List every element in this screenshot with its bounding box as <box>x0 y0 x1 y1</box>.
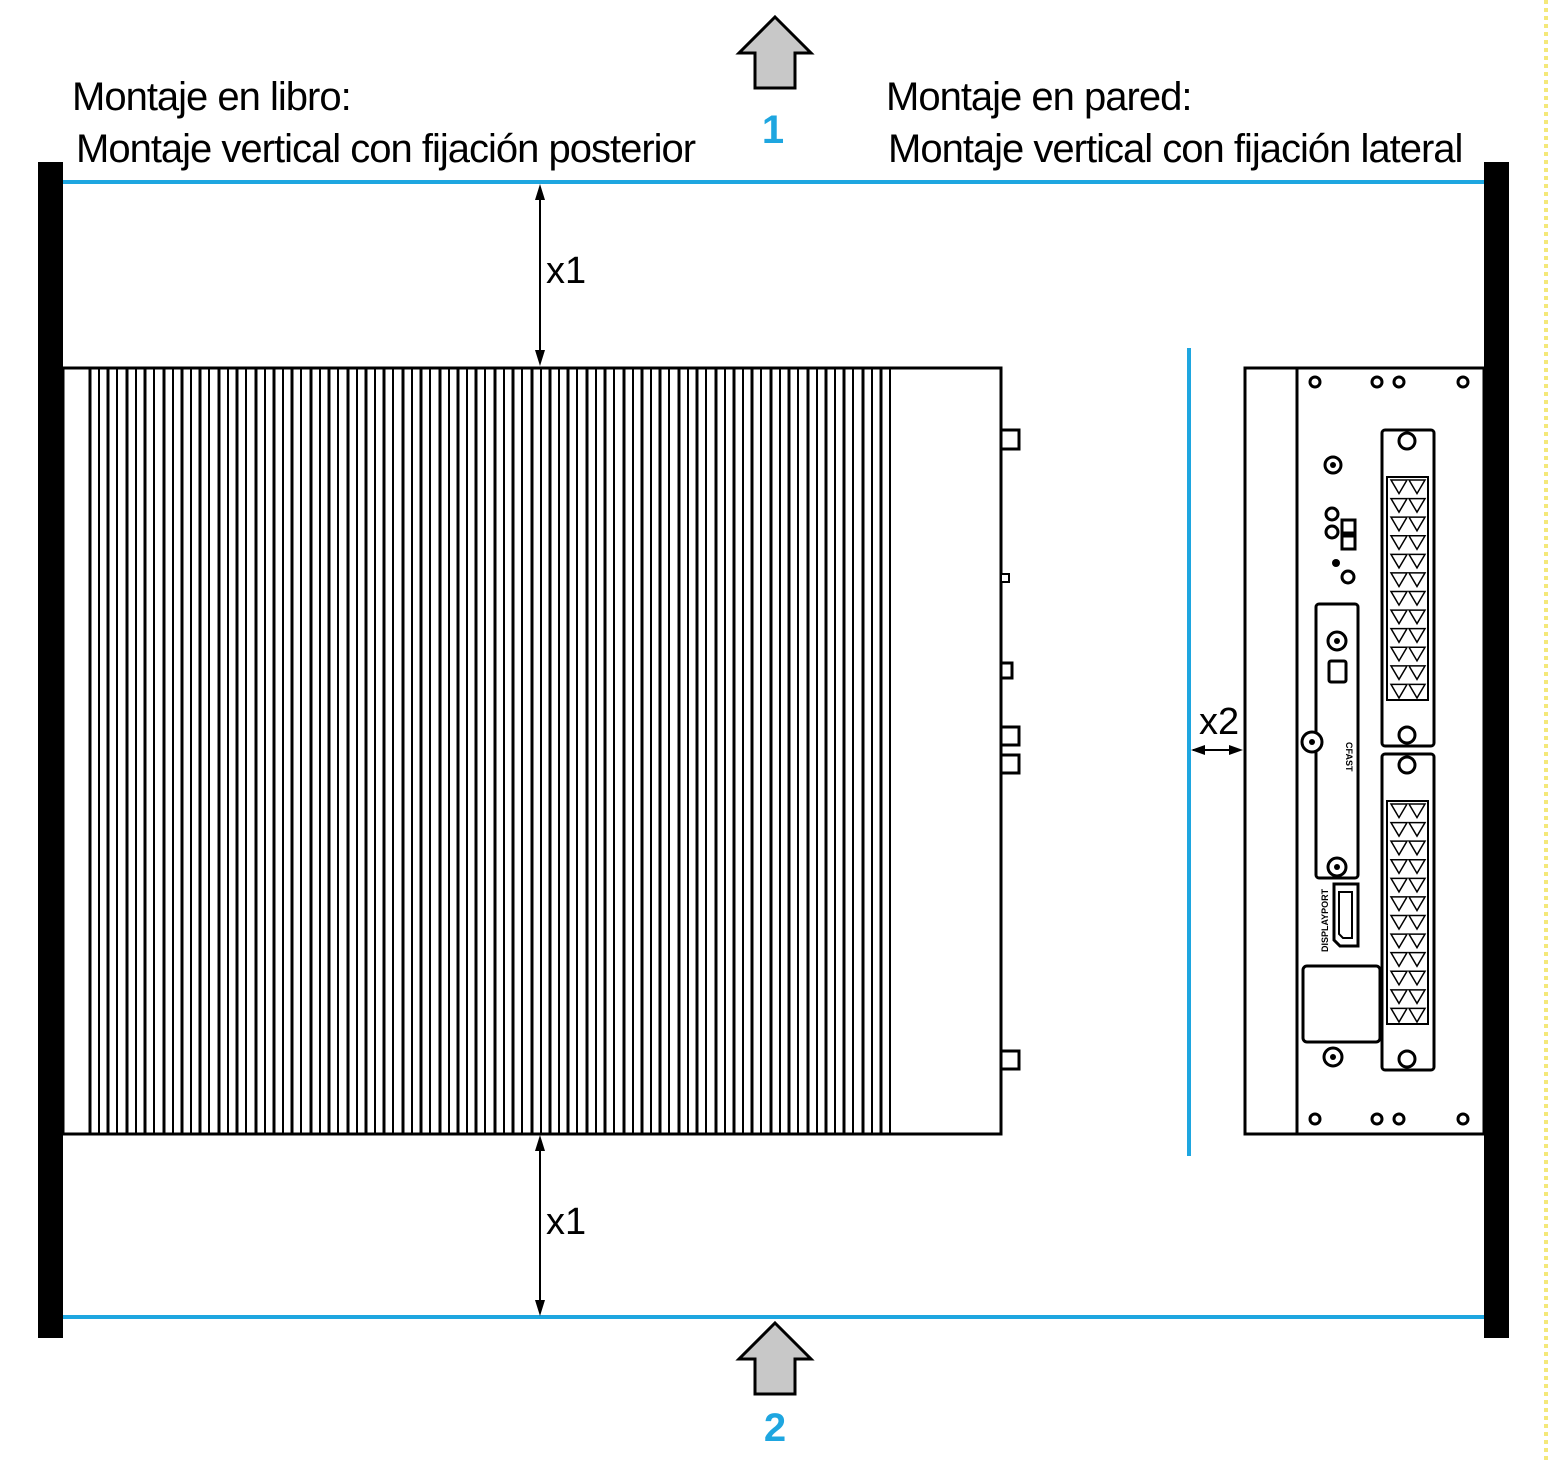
dimension-label-x2: x2 <box>1199 701 1239 743</box>
terminal-pin <box>1389 896 1409 912</box>
terminal-pin <box>1389 627 1409 644</box>
mounting-hole <box>1392 375 1406 389</box>
mounting-hole <box>1370 375 1384 389</box>
marker-2: 2 <box>764 1406 786 1450</box>
book-mount-title: Montaje en libro: <box>72 75 351 119</box>
terminal-pin <box>1407 877 1427 894</box>
marker-1: 1 <box>762 108 784 152</box>
terminal-pin <box>1407 859 1427 875</box>
mounting-hole <box>1392 1112 1406 1126</box>
dimension-x1-bottom <box>535 1135 545 1316</box>
terminal-pin <box>1407 840 1427 857</box>
mounting-hole <box>1370 1112 1384 1126</box>
terminal-pin <box>1389 497 1409 514</box>
connector-tab <box>999 725 1021 747</box>
terminal-pin <box>1407 970 1427 987</box>
terminal-pin <box>1389 683 1409 700</box>
terminal-pin <box>1389 1007 1409 1024</box>
terminal-pin <box>1389 516 1409 533</box>
connector-tab <box>999 661 1014 680</box>
terminal-pin <box>1389 840 1409 857</box>
displayport-connector: DISPLAYPORT <box>1320 882 1360 952</box>
heatsink-fins <box>88 368 891 1134</box>
terminal-pin <box>1389 609 1409 626</box>
terminal-pin <box>1407 896 1427 912</box>
terminal-strip <box>1386 800 1429 1025</box>
terminal-blocks <box>1380 428 1436 1072</box>
terminal-pin <box>1389 665 1409 681</box>
mounting-holes <box>1308 375 1470 1126</box>
terminal-pin <box>1407 914 1427 931</box>
terminal-pin <box>1407 933 1427 950</box>
right-wall <box>1484 162 1509 1338</box>
terminal-screw <box>1397 1049 1417 1069</box>
terminal-pin <box>1389 821 1409 838</box>
terminal-pin <box>1407 821 1427 838</box>
connector-tab <box>999 428 1021 451</box>
page-edge-marker <box>1544 0 1548 1464</box>
book-mount-description: Montaje vertical con fijación posterior <box>76 127 696 171</box>
status-leds <box>1323 455 1357 585</box>
terminal-pin <box>1389 914 1409 931</box>
dimension-x1-top <box>535 184 545 366</box>
dimension-x2 <box>1191 745 1243 755</box>
mounting-hole <box>1456 1112 1470 1126</box>
terminal-pin <box>1389 970 1409 987</box>
terminal-pin <box>1407 803 1427 820</box>
terminal-pin <box>1407 572 1427 588</box>
connector-tab <box>999 1049 1021 1071</box>
terminal-pin <box>1407 609 1427 626</box>
terminal-pin <box>1407 535 1427 551</box>
mounting-hole <box>1456 375 1470 389</box>
terminal-pin <box>1407 1007 1427 1024</box>
cfast-slot: CFAST <box>1300 602 1360 880</box>
terminal-pin <box>1407 553 1427 570</box>
terminal-pin <box>1407 627 1427 644</box>
wall-mount-description: Montaje vertical con fijación lateral <box>888 127 1462 171</box>
terminal-screw <box>1397 725 1417 745</box>
terminal-pin <box>1389 859 1409 875</box>
terminal-pin <box>1389 590 1409 607</box>
connector-tab <box>999 753 1021 775</box>
displayport-label: DISPLAYPORT <box>1320 888 1330 952</box>
terminal-pin <box>1389 803 1409 820</box>
terminal-screw <box>1397 755 1417 775</box>
up-arrow-icon <box>735 14 815 90</box>
terminal-pin <box>1407 479 1427 496</box>
mounting-hole <box>1308 1112 1322 1126</box>
device-side-view <box>61 366 1021 1136</box>
terminal-pin <box>1407 683 1427 700</box>
terminal-pin <box>1389 535 1409 551</box>
terminal-pin <box>1389 933 1409 950</box>
device-front-view: CFAST DISPLAYPORT <box>1243 366 1486 1136</box>
terminal-pin <box>1407 665 1427 681</box>
power-connector <box>1301 964 1382 1068</box>
connector-tab <box>1000 573 1010 583</box>
cfast-label: CFAST <box>1344 742 1354 772</box>
terminal-pin <box>1407 516 1427 533</box>
terminal-pin <box>1389 553 1409 570</box>
terminal-strip <box>1386 476 1429 701</box>
terminal-pin <box>1389 479 1409 496</box>
terminal-pin <box>1389 951 1409 968</box>
terminal-pin <box>1389 646 1409 663</box>
terminal-pin <box>1389 989 1409 1005</box>
wall-mount-title: Montaje en pared: <box>886 75 1191 119</box>
dimension-label-x1-top: x1 <box>546 250 586 292</box>
terminal-pin <box>1389 572 1409 588</box>
terminal-pin <box>1407 497 1427 514</box>
left-wall <box>38 162 63 1338</box>
terminal-pin <box>1407 646 1427 663</box>
terminal-pin <box>1389 877 1409 894</box>
terminal-pin <box>1407 989 1427 1005</box>
mounting-hole <box>1308 375 1322 389</box>
terminal-pin <box>1407 590 1427 607</box>
terminal-pin <box>1407 951 1427 968</box>
up-arrow-icon <box>735 1320 815 1396</box>
dimension-label-x1-bottom: x1 <box>546 1201 586 1243</box>
terminal-screw <box>1397 431 1417 451</box>
